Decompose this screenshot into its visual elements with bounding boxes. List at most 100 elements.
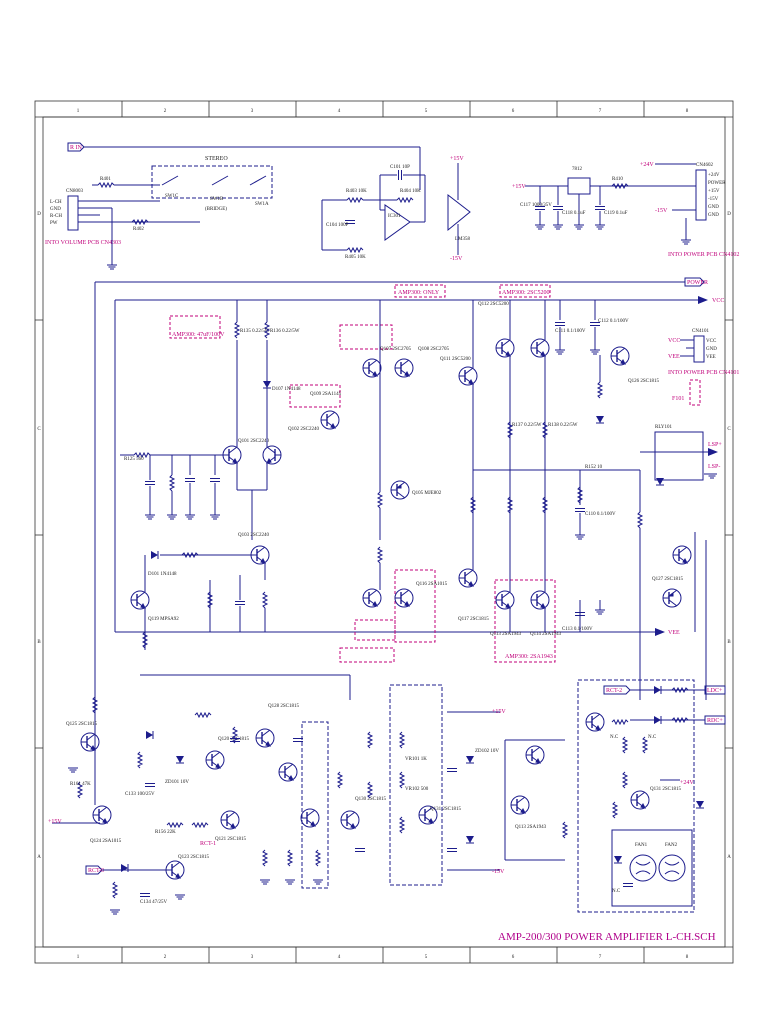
power-rails: POWER VCC VEE CN4101 VCC GND VEE INTO PO… (94, 277, 739, 805)
switch-group (151, 165, 273, 199)
net-plus15-prot: +15V (48, 819, 62, 825)
diode-label: D101 1N4148 (148, 572, 177, 577)
capacitor-label: C112 0.1/100V (598, 319, 629, 324)
column-label: 4 (338, 109, 341, 114)
capacitor-label: C117 1000/35V (520, 203, 552, 208)
resistor-label: R135 0.22/5W (240, 329, 270, 334)
transistor-label: Q126 2SC1815 (628, 379, 659, 384)
column-label: 6 (512, 109, 515, 114)
nc-label: N.C (612, 889, 621, 894)
row-label: B (727, 640, 731, 645)
column-label: 8 (686, 955, 689, 960)
fan-label: FAN2 (665, 843, 678, 848)
capacitor-label: C104 100P (326, 223, 349, 228)
cn4602-pin: GND (708, 213, 719, 218)
amp300-note: AMP300: 47uF/100V (172, 332, 225, 338)
capacitor-label: C113 0.1/100V (562, 627, 593, 632)
net-minus15: -15V (450, 256, 463, 262)
connector-cn4101 (693, 335, 705, 363)
trimmer-label: VR101 1K (405, 757, 427, 762)
resistor-label: R405 10K (345, 255, 366, 260)
cn8003-pin: PW (50, 221, 58, 226)
transistor-label: Q117 2SC1815 (458, 617, 489, 622)
regulator-section: +15V 7812 C117 1000/35V C118 0.1uF C119 … (512, 162, 739, 258)
transistor-label: Q105 MJE802 (412, 491, 442, 496)
capacitor-label: C118 0.1uF (562, 211, 586, 216)
resistor-label: R401 (100, 177, 111, 182)
net-vee: VEE (668, 630, 680, 636)
net-plus24: +24V (640, 162, 654, 168)
column-label: 2 (164, 955, 167, 960)
capacitor-label: C134 47/25V (140, 900, 167, 905)
fan-section: RCT-2 LDC+ RDC+ N.C N.C Q131 2SC1815 +24… (577, 679, 726, 913)
transistor-label: Q125 2SC1815 (66, 722, 97, 727)
column-label: 7 (599, 109, 602, 114)
net-rdc: RDC+ (707, 718, 723, 724)
switch-group-label: STEREO (205, 156, 228, 162)
transistor-label: Q124 2SA1015 (90, 839, 122, 844)
regulator-7812 (567, 177, 591, 195)
cn4602-note: INTO POWER PCB CN4102 (668, 252, 739, 258)
resistor-label: R403 10K (346, 189, 367, 194)
diode-label: D107 1N4148 (272, 387, 301, 392)
connector-cn8003 (67, 195, 79, 231)
zener-label: ZD102 10V (475, 749, 499, 754)
cn4101-note: INTO POWER PCB CN4101 (668, 370, 739, 376)
column-label: 6 (512, 955, 515, 960)
resistor-label: R152 10 (585, 465, 603, 470)
net-rct0: RCT-0 (88, 868, 104, 874)
row-labels: D C B A D C B A (37, 212, 731, 860)
nc-label: N.C (648, 735, 657, 740)
cn4602-pin: -15V (708, 197, 719, 202)
net-rct1: RCT-1 (200, 841, 216, 847)
row-label: A (727, 855, 731, 860)
amp300-note: AMP300: 2SC5200 (502, 290, 550, 296)
column-labels-bottom: 1 2 3 4 5 6 7 8 (77, 955, 689, 960)
connector-cn4602 (695, 169, 707, 221)
transistor-label: Q109 2SA1145 (310, 392, 342, 397)
column-label: 4 (338, 955, 341, 960)
cn8003-pin: R-CH (50, 214, 62, 219)
transistor-label: Q112 2SC5200 (478, 302, 509, 307)
net-rct2: RCT-2 (606, 688, 622, 694)
cn4602-pin: +15V (708, 189, 720, 194)
column-label: 1 (77, 109, 80, 114)
transistor-label: Q108 2SC2705 (418, 347, 449, 352)
transistor-label: Q131 2SC1815 (650, 787, 681, 792)
cn8003-pin: GND (50, 207, 61, 212)
capacitor-label: C119 0.1uF (604, 211, 628, 216)
resistor-label: R138 0.22/5W (548, 423, 578, 428)
resistor-label: R136 0.22/5W (270, 329, 300, 334)
net-r-in: R IN (70, 145, 83, 151)
net-plus24-fan: +24V (680, 780, 694, 786)
sheet-frame (34, 100, 734, 964)
transistor-label: Q116 2SA1015 (416, 582, 448, 587)
resistor-label: R137 0.22/5W (512, 423, 542, 428)
column-labels-top: 1 2 3 4 5 6 7 8 (77, 109, 689, 114)
switch-label: (BRIDGE) (205, 207, 227, 212)
transistor-label: Q123 2SC1815 (178, 855, 209, 860)
resistor-label: R161 47K (70, 782, 91, 787)
zener-label: ZD101 10V (165, 780, 189, 785)
resistor-label: R410 (612, 177, 623, 182)
trimmer-label: VR102 500 (405, 787, 429, 792)
relay-rly101 (654, 431, 704, 481)
cn4101-pin: VEE (706, 355, 716, 360)
transistor-label: Q113 2SA1943 (490, 632, 522, 637)
column-label: 5 (425, 109, 428, 114)
connector-cn4602-name: CN4602 (696, 163, 713, 168)
transistor-label: Q102 2SC2240 (288, 427, 319, 432)
capacitor-label: C133 100/25V (125, 792, 155, 797)
relay-label: RLY101 (655, 425, 672, 430)
net-ldc: LDC+ (707, 688, 723, 694)
transistor-label: Q114 2SA1943 (530, 632, 562, 637)
transistor-label: Q107 2SC2705 (380, 347, 411, 352)
transistor-label: Q121 2SC1815 (215, 837, 246, 842)
row-label: B (37, 640, 41, 645)
transistor-label: Q101 2SC2240 (238, 439, 269, 444)
op-amp-u2 (384, 204, 411, 241)
column-label: 3 (251, 955, 254, 960)
net-plus15-b: +15V (492, 709, 506, 715)
transistor-label: Q120 2SC1815 (218, 737, 249, 742)
